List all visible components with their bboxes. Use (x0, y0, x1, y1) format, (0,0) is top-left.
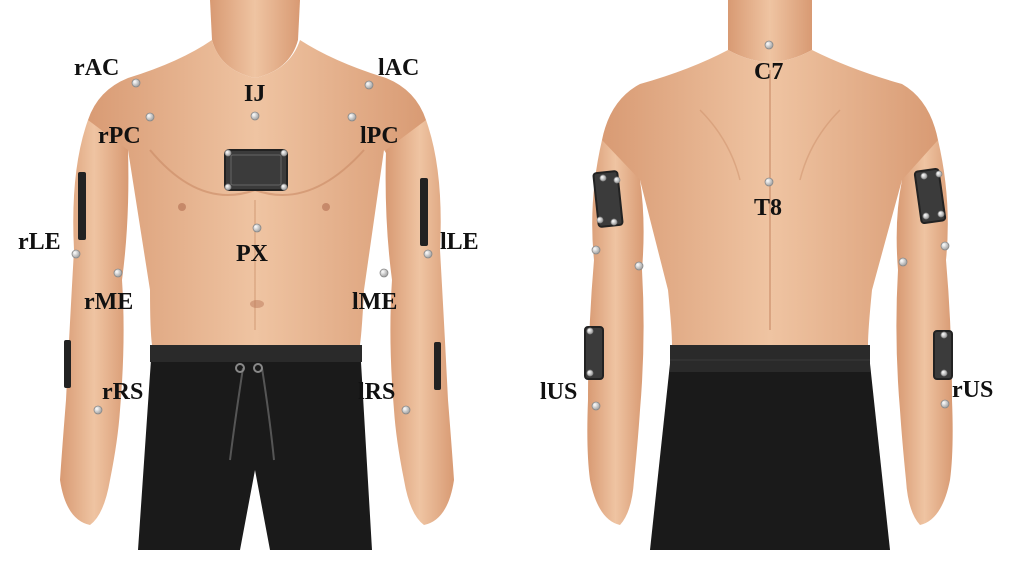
label-lUS: lUS (540, 380, 577, 404)
label-rLE: rLE (18, 230, 61, 254)
label-lAC: lAC (378, 56, 419, 80)
back-neck (728, 0, 812, 62)
marker-T8 (765, 178, 773, 186)
marker-lRS (402, 406, 410, 414)
marker-lME (380, 269, 388, 277)
marker-lAC (365, 81, 373, 89)
label-lLE: lLE (440, 230, 479, 254)
front-left-lower-strap (434, 342, 441, 390)
back-shorts (650, 345, 890, 550)
label-rUS: rUS (952, 378, 993, 402)
marker-IJ (251, 112, 259, 120)
marker-rME (114, 269, 122, 277)
front-right-upper-strap (78, 172, 86, 240)
label-rRS: rRS (102, 380, 143, 404)
front-right-arm (60, 120, 128, 525)
front-left-arm (386, 120, 454, 525)
front-chest-sensor (225, 150, 287, 190)
label-rME: rME (84, 290, 133, 314)
label-IJ: IJ (244, 82, 265, 106)
marker-rUS (941, 400, 949, 408)
front-right-lower-strap (64, 340, 71, 388)
front-left-upper-strap (420, 178, 428, 246)
label-lME: lME (352, 290, 397, 314)
label-PX: PX (236, 242, 268, 266)
marker-rPC (146, 113, 154, 121)
marker-rRS (94, 406, 102, 414)
marker-rAC (132, 79, 140, 87)
marker-lPC (348, 113, 356, 121)
label-C7: C7 (754, 60, 783, 84)
marker-rLE (72, 250, 80, 258)
front-shorts (138, 345, 372, 550)
label-rAC: rAC (74, 56, 119, 80)
label-lRS: lRS (358, 380, 395, 404)
marker-C7 (765, 41, 773, 49)
marker-PX (253, 224, 261, 232)
marker-lUS (592, 402, 600, 410)
marker-lLE (424, 250, 432, 258)
label-rPC: rPC (98, 124, 141, 148)
label-T8: T8 (754, 196, 782, 220)
label-lPC: lPC (360, 124, 399, 148)
